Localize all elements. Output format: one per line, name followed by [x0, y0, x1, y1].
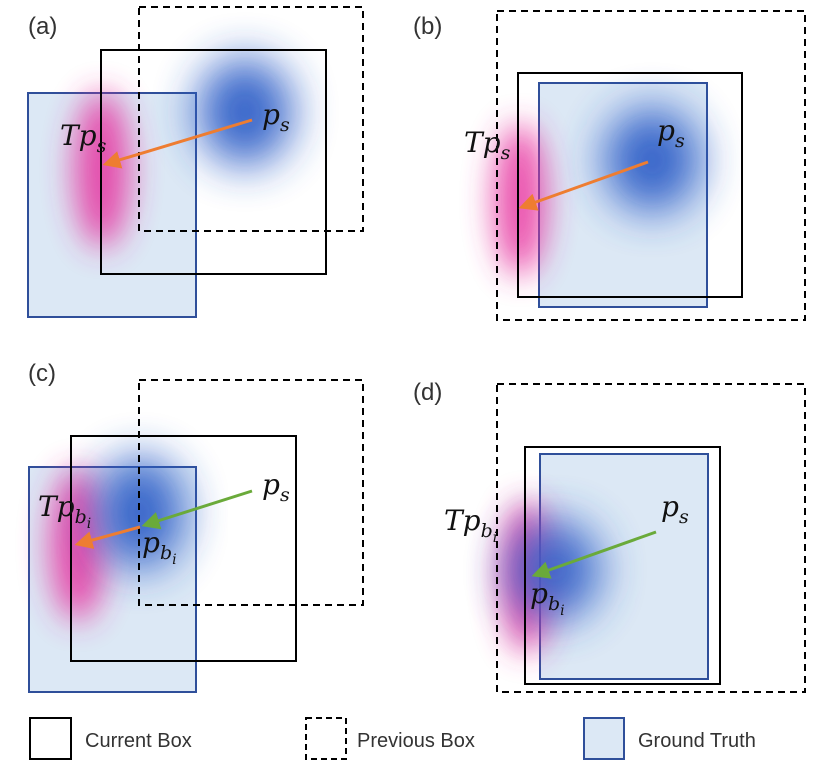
- ps-label: ps: [657, 114, 685, 152]
- transform-arrow: [518, 160, 649, 211]
- ps-label: ps: [262, 98, 290, 136]
- transform-arrow: [102, 118, 253, 169]
- panel-c-label: (c): [28, 360, 56, 387]
- ground-truth-swatch: [583, 717, 625, 760]
- pbi-label: pbi: [142, 526, 177, 568]
- current-box: [517, 72, 743, 298]
- blue-blob: [604, 108, 700, 212]
- panel-a: (a) ps Tps: [27, 6, 364, 318]
- legend-ground-truth-label: Ground Truth: [638, 730, 756, 752]
- previous-box: [138, 6, 364, 232]
- blue-blob: [96, 457, 184, 569]
- previous-box: [496, 383, 806, 693]
- tps-label: Tps: [60, 119, 107, 157]
- previous-box: [496, 10, 806, 321]
- tpbi-label: Tpbi: [444, 504, 497, 546]
- legend-current-label: Current Box: [85, 730, 192, 752]
- tpbi-label: Tpbi: [38, 490, 91, 532]
- current-box: [100, 49, 327, 275]
- ps-label: ps: [262, 468, 290, 506]
- shift-arrow: [531, 530, 657, 579]
- current-box: [524, 446, 721, 685]
- legend-previous-label: Previous Box: [357, 730, 475, 752]
- panel-a-label: (a): [28, 13, 57, 40]
- panel-d-label: (d): [413, 379, 442, 406]
- panel-b: (b) ps Tps: [413, 10, 806, 321]
- panel-d: (d) ps pbi Tpbi: [413, 379, 806, 693]
- blue-blob: [197, 58, 293, 166]
- panel-c: (c) ps pbi Tpbi: [28, 360, 364, 693]
- transform-arrow: [74, 525, 141, 549]
- previous-box: [138, 379, 364, 606]
- previous-box-swatch: [305, 717, 347, 760]
- shift-arrow: [141, 489, 253, 530]
- legend: Current Box Previous Box Ground Truth: [29, 717, 756, 760]
- tps-label: Tps: [464, 126, 511, 164]
- blue-blob: [509, 520, 601, 620]
- current-box: [70, 435, 297, 662]
- panel-b-label: (b): [413, 13, 442, 40]
- ps-label: ps: [661, 490, 689, 528]
- current-box-swatch: [29, 717, 72, 760]
- pbi-label: pbi: [530, 577, 565, 619]
